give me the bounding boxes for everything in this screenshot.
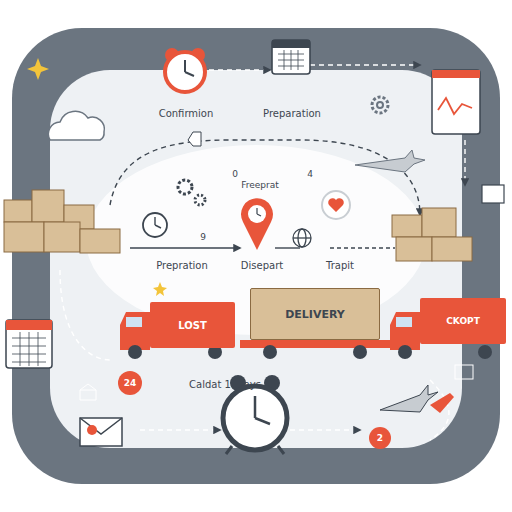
flow-arrow <box>275 247 300 248</box>
calendar-icon <box>6 320 52 368</box>
callout-number: 2 <box>369 427 391 449</box>
globe-icon <box>293 229 311 247</box>
flow-line <box>290 429 360 430</box>
small-box <box>482 185 504 203</box>
airplane <box>380 385 438 412</box>
callout-text: 24 <box>124 378 137 388</box>
star <box>153 282 167 296</box>
flow-arrow <box>130 247 240 248</box>
digit-label: 4 <box>307 170 313 180</box>
truck <box>240 340 390 359</box>
step-label: Confirmion <box>159 108 214 119</box>
digit-label: 9 <box>200 233 206 243</box>
map-pin <box>241 198 273 250</box>
flow-line <box>310 64 420 65</box>
truck-cargo: CKOPT <box>420 298 506 344</box>
note-label: Caldat 11days <box>189 379 261 390</box>
cargo-text: CKOPT <box>446 316 480 326</box>
flow-line <box>60 270 110 360</box>
step-label: Trapit <box>326 260 354 271</box>
chart-document <box>432 70 480 134</box>
truck-cargo: DELIVERY <box>250 288 380 340</box>
outer-band <box>12 28 500 484</box>
image-icon <box>80 384 96 400</box>
parcel-stack <box>392 208 472 261</box>
step-label: Freeprat <box>241 181 279 191</box>
cloud <box>48 111 104 140</box>
flow-line <box>464 140 465 185</box>
tag-icon <box>188 132 201 146</box>
truck-cargo: LOST <box>150 302 235 348</box>
flow-line <box>200 69 270 70</box>
flow-line <box>140 429 220 430</box>
sparkle <box>27 58 49 80</box>
calendar-icon <box>272 40 310 74</box>
cargo-text: DELIVERY <box>285 308 345 321</box>
small-box <box>455 365 473 379</box>
step-label: Prepration <box>156 260 208 271</box>
airplane <box>355 150 425 172</box>
step-label: Disepart <box>241 260 283 271</box>
parcel-stack <box>4 190 120 253</box>
callout-number: 24 <box>118 371 142 395</box>
cargo-text: LOST <box>178 320 207 331</box>
digit-label: 0 <box>232 170 238 180</box>
badge-icon <box>322 191 350 219</box>
step-label: Preparation <box>263 108 321 119</box>
envelope <box>80 418 122 446</box>
rocket <box>430 393 454 413</box>
alarm-clock <box>165 48 205 92</box>
clock-icon <box>143 213 167 237</box>
flow-arrow <box>330 247 395 248</box>
callout-text: 2 <box>377 433 383 443</box>
